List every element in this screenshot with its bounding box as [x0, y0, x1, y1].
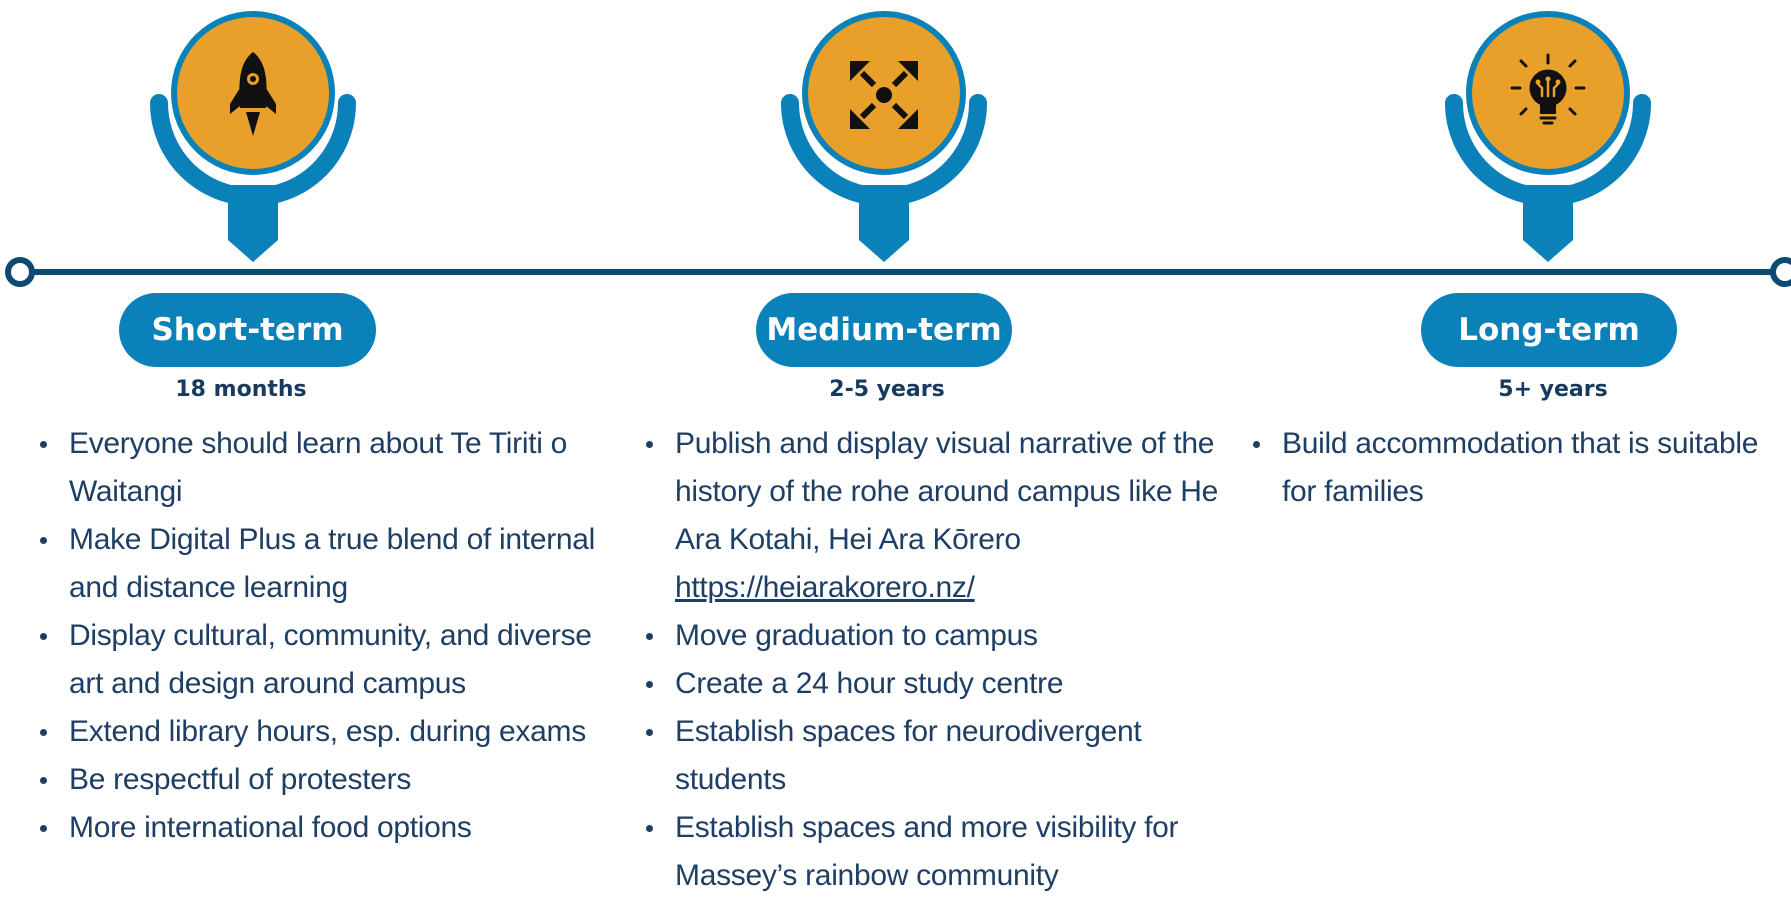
list-item-text: Publish and display visual narrative of … — [675, 427, 1218, 556]
timeline-start-node — [5, 257, 35, 287]
timeline-end-node — [1770, 257, 1791, 287]
list-item: Create a 24 hour study centre — [641, 660, 1231, 708]
list-item: Be respectful of protesters — [35, 756, 625, 804]
list-item: Make Digital Plus a true blend of intern… — [35, 516, 625, 612]
list-item: Publish and display visual narrative of … — [641, 420, 1231, 612]
list-item: Establish spaces for neurodivergent stud… — [641, 708, 1231, 804]
phase-marker-medium-term — [781, 11, 987, 262]
rocket-icon — [230, 52, 276, 136]
phase-marker-long-term — [1445, 11, 1651, 262]
lightbulb-idea-icon — [1510, 53, 1586, 125]
list-item: Establish spaces and more visibility for… — [641, 804, 1231, 900]
medium-term-list: Publish and display visual narrative of … — [641, 420, 1231, 900]
list-item: Display cultural, community, and diverse… — [35, 612, 625, 708]
list-item: Build accommodation that is suitable for… — [1248, 420, 1788, 516]
phase-label-medium-term: Medium-term — [756, 293, 1012, 367]
expand-arrows-icon — [850, 61, 918, 129]
phase-duration-medium-term: 2-5 years — [829, 377, 945, 402]
heiarakorero-link[interactable]: https://heiarakorero.nz/ — [675, 571, 975, 604]
phase-duration-long-term: 5+ years — [1498, 377, 1608, 402]
list-item: Move graduation to campus — [641, 612, 1231, 660]
list-item: Extend library hours, esp. during exams — [35, 708, 625, 756]
phase-duration-short-term: 18 months — [175, 377, 307, 402]
phase-label-short-term: Short-term — [119, 293, 376, 367]
list-item: More international food options — [35, 804, 625, 852]
list-item: Everyone should learn about Te Tiriti o … — [35, 420, 625, 516]
phase-label-long-term: Long-term — [1421, 293, 1677, 367]
short-term-list: Everyone should learn about Te Tiriti o … — [35, 420, 625, 852]
long-term-list: Build accommodation that is suitable for… — [1248, 420, 1788, 516]
phase-marker-short-term — [150, 11, 356, 262]
